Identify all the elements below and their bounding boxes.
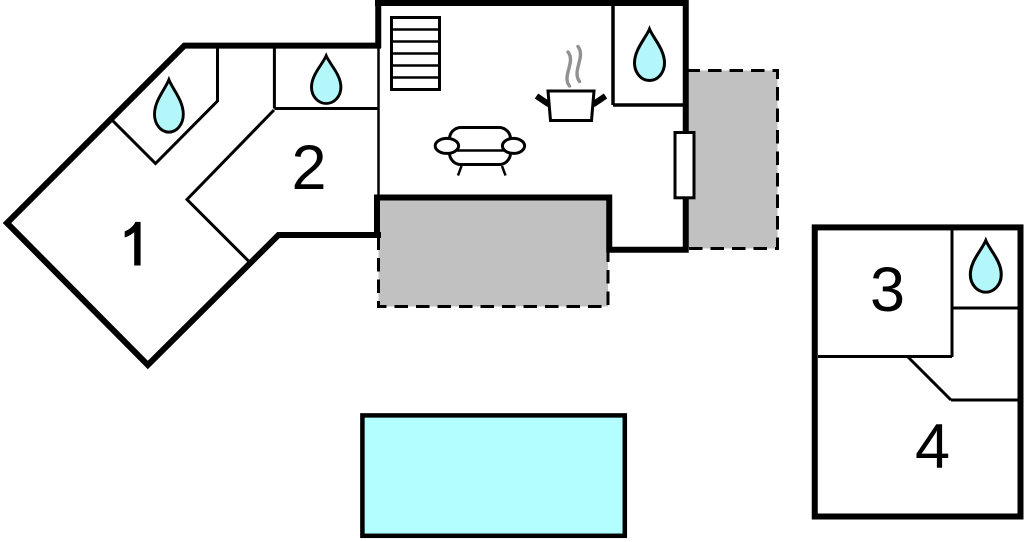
- svg-text:2: 2: [291, 133, 326, 203]
- svg-text:4: 4: [915, 412, 950, 482]
- svg-text:3: 3: [870, 255, 905, 325]
